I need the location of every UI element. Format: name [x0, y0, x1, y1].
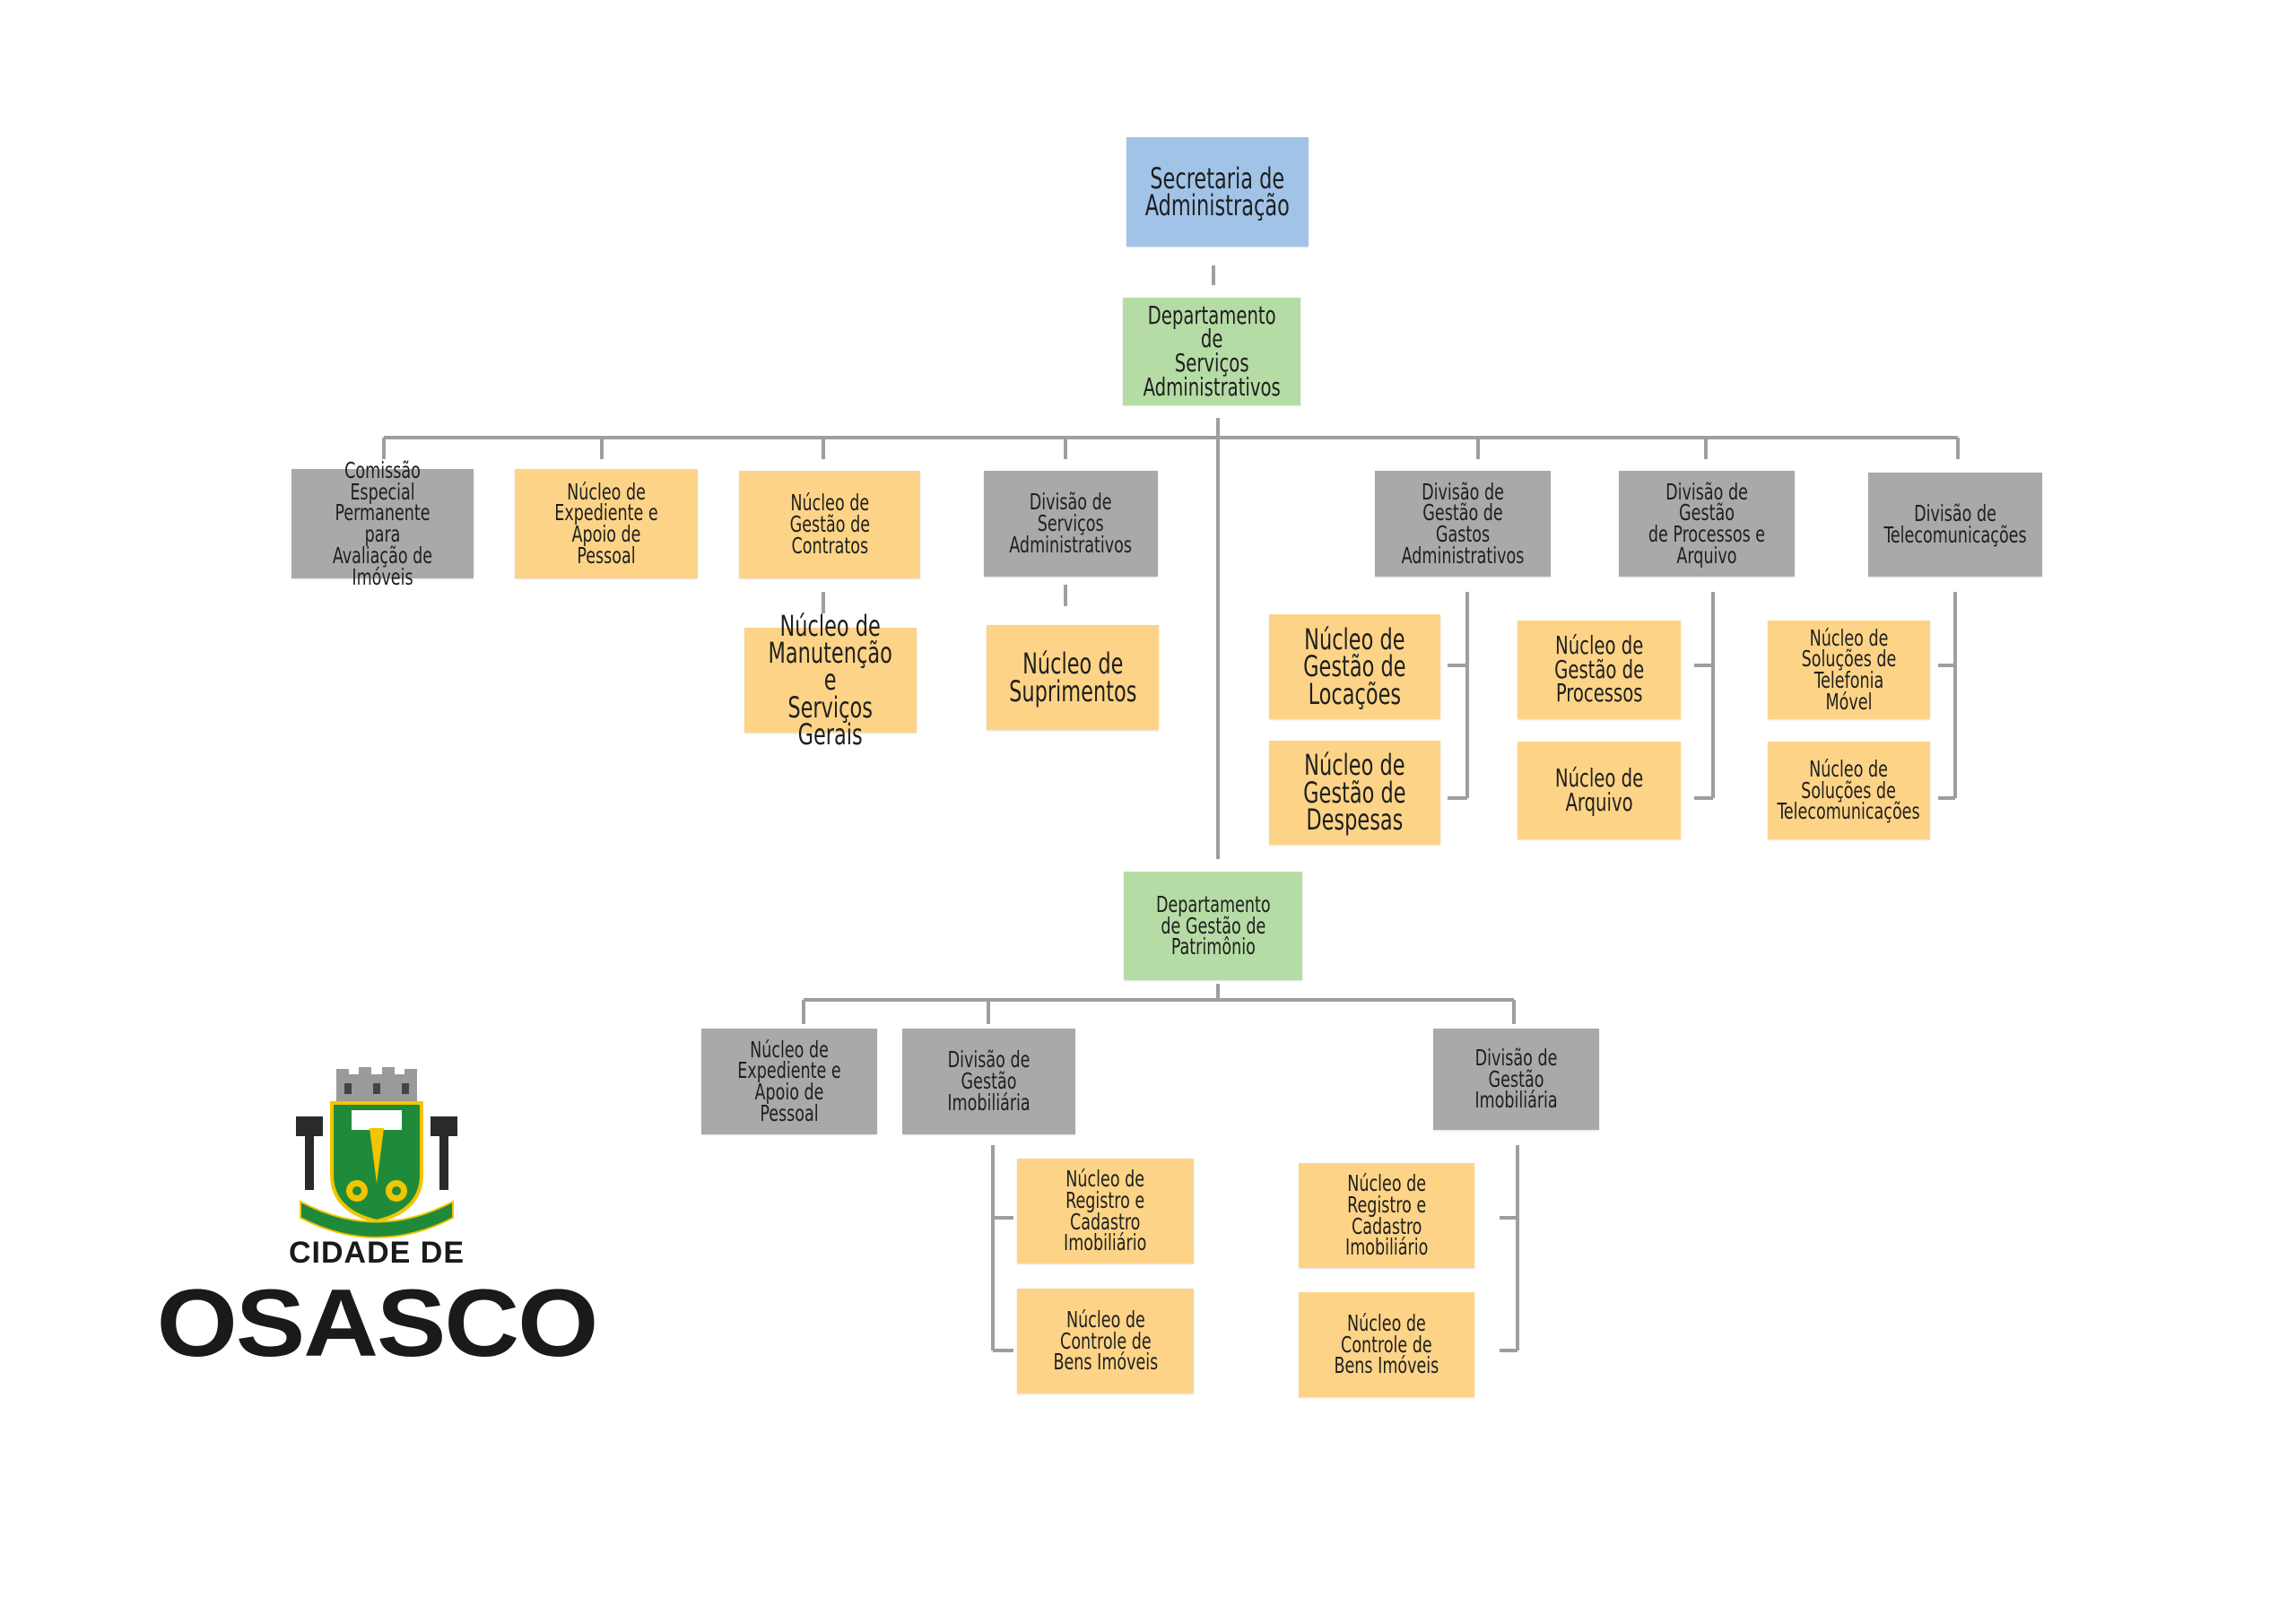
node-divisao-gestao-imobiliaria-1: Divisão de Gestão Imobiliária — [902, 1029, 1075, 1134]
node-nucleo-arquivo: Núcleo de Arquivo — [1518, 742, 1681, 839]
city-crest-icon — [296, 1067, 457, 1238]
node-nucleo-gestao-locacoes: Núcleo de Gestão de Locações — [1269, 614, 1440, 719]
node-departamento-gestao-patrimonio: Departamento de Gestão de Patrimônio — [1124, 872, 1302, 980]
node-nucleo-suprimentos: Núcleo de Suprimentos — [987, 625, 1159, 730]
node-divisao-telecomunicacoes: Divisão de Telecomunicações — [1868, 473, 2042, 577]
node-secretaria-administracao: Secretaria de Administração — [1126, 137, 1309, 247]
node-nucleo-gestao-processos: Núcleo de Gestão de Processos — [1518, 621, 1681, 719]
logo-line-osasco: OSASCO — [156, 1269, 599, 1376]
node-divisao-servicos-administrativos: Divisão de Serviços Administrativos — [984, 471, 1158, 577]
node-divisao-gestao-imobiliaria-2: Divisão de Gestão Imobiliária — [1433, 1029, 1599, 1130]
node-comissao-especial: Comissão Especial Permanente para Avalia… — [291, 459, 474, 587]
node-nucleo-registro-cadastro-imobiliario-1: Núcleo de Registro e Cadastro Imobiliári… — [1017, 1159, 1194, 1264]
node-nucleo-controle-bens-imoveis-2: Núcleo de Controle de Bens Imóveis — [1299, 1292, 1474, 1397]
node-nucleo-registro-cadastro-imobiliario-2: Núcleo de Registro e Cadastro Imobiliári… — [1299, 1163, 1474, 1268]
node-nucleo-solucoes-telefonia-movel: Núcleo de Soluções de Telefonia Móvel — [1768, 621, 1930, 719]
node-divisao-gestao-processos: Divisão de Gestão de Processos e Arquivo — [1619, 471, 1795, 577]
logo-line-cidade-de: CIDADE DE — [288, 1236, 465, 1270]
node-nucleo-manutencao-servicos-gerais: Núcleo de Manutenção e Serviços Gerais — [744, 612, 917, 749]
node-departamento-servicos-administrativos: Departamento de Serviços Administrativos — [1123, 298, 1300, 405]
node-nucleo-controle-bens-imoveis-1: Núcleo de Controle de Bens Imóveis — [1017, 1289, 1194, 1394]
node-nucleo-expediente-apoio-pessoal: Núcleo de Expediente e Apoio de Pessoal — [515, 469, 698, 578]
node-nucleo-expediente-apoio-pessoal-patrimonio: Núcleo de Expediente e Apoio de Pessoal — [701, 1029, 877, 1134]
osasco-logo: CIDADE DE OSASCO — [126, 1067, 628, 1376]
node-divisao-gestao-gastos: Divisão de Gestão de Gastos Administrati… — [1375, 471, 1551, 577]
node-nucleo-gestao-despesas: Núcleo de Gestão de Despesas — [1269, 741, 1440, 845]
node-nucleo-gestao-contratos: Núcleo de Gestão de Contratos — [739, 471, 920, 578]
node-nucleo-solucoes-telecomunicacoes: Núcleo de Soluções de Telecomunicações — [1768, 742, 1930, 839]
